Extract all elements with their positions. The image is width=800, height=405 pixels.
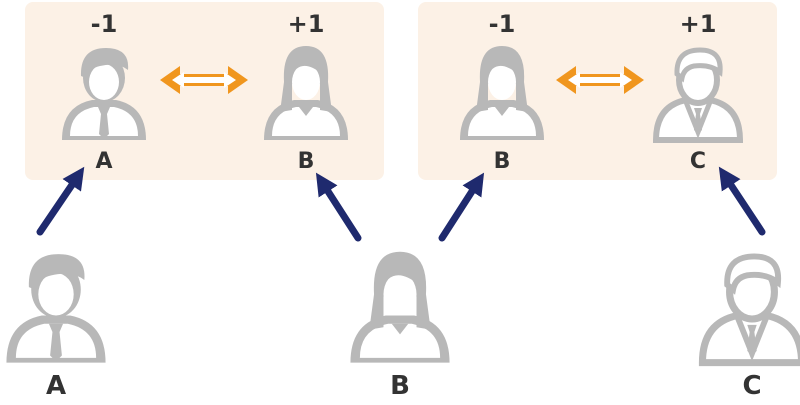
woman-icon [264, 46, 348, 140]
man-icon [6, 254, 106, 363]
man-icon [62, 48, 146, 140]
arrow-up-left [315, 172, 362, 242]
person-label: C [742, 371, 761, 400]
arrow-up-left [718, 166, 766, 236]
pair-panel-1 [25, 2, 384, 180]
double-arrow-icon [160, 66, 248, 94]
woman-icon [460, 46, 544, 140]
arrow-up-right [36, 166, 85, 236]
pair1-right-label: B [298, 149, 315, 174]
pair2-right-score: +1 [680, 10, 717, 38]
old-man-icon [652, 47, 744, 143]
person-label: B [390, 371, 410, 400]
pair1-right-score: +1 [288, 10, 325, 38]
pair2-left-label: B [494, 149, 511, 174]
pair1-left-score: -1 [91, 10, 118, 38]
pair2-right-label: C [690, 149, 706, 174]
person-label: A [46, 371, 66, 400]
double-arrow-icon [556, 66, 644, 94]
old-man-icon [698, 253, 800, 367]
arrow-up-right [438, 172, 485, 242]
pair2-left-score: -1 [489, 10, 516, 38]
woman-icon [350, 251, 450, 363]
pair-panel-2 [418, 2, 777, 180]
pair1-left-label: A [95, 149, 112, 174]
